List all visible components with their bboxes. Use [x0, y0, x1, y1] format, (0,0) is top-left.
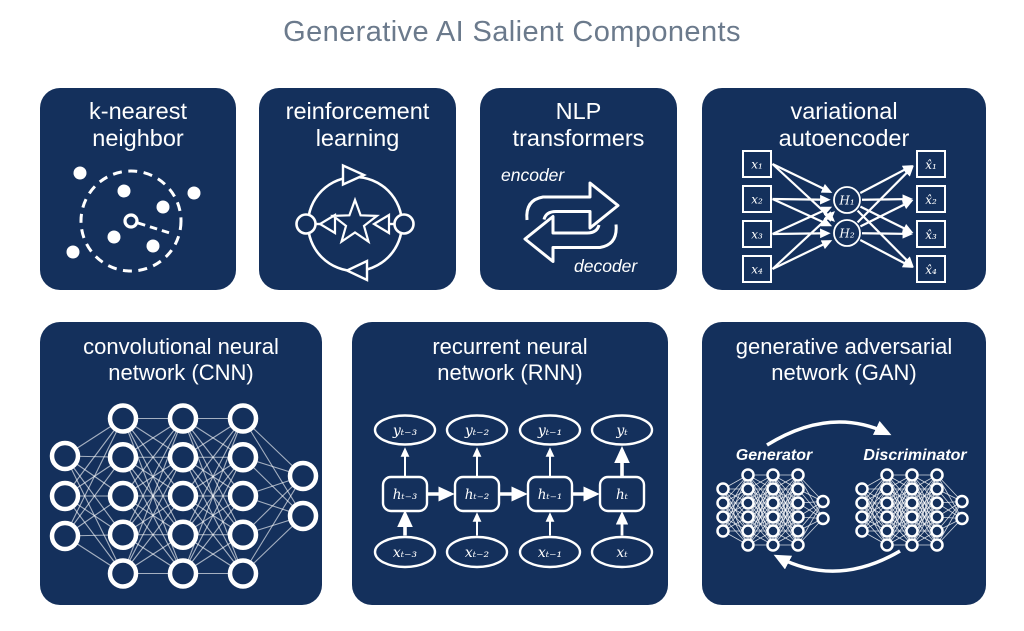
- vae-input-nodes: x₁ x₂ x₃ x₄: [742, 150, 772, 283]
- rnn-input-nodes: xₜ₋₃ xₜ₋₂ xₜ₋₁ xₜ: [373, 535, 654, 569]
- vae-input-label: x₃: [751, 228, 763, 242]
- card-rl: reinforcement learning: [259, 88, 456, 290]
- vae-hidden-label: H₁: [838, 194, 854, 208]
- vae-input-label: x₄: [751, 263, 763, 277]
- knn-radius-circle: [79, 169, 183, 273]
- vae-input-label: x₂: [751, 193, 763, 207]
- vae-output-nodes: x̂₁ x̂₂ x̂₃ x̂₄: [916, 150, 946, 283]
- rnn-output-label: yₜ₋₂: [464, 423, 490, 439]
- rnn-input-label: xₜ: [616, 545, 628, 561]
- nlp-swap-arrows-icon: encoder decoder: [501, 165, 638, 276]
- card-cnn: convolutional neural network (CNN): [40, 322, 322, 605]
- encoder-arrow-icon: [525, 181, 620, 230]
- card-vae: variational autoencoder x₁ x₂ x₃ x₄: [702, 88, 986, 290]
- rnn-input-label: xₜ₋₁: [538, 545, 562, 561]
- vae-hidden-nodes: H₁ H₂: [833, 186, 861, 247]
- rnn-output-label: yₜ: [615, 423, 628, 439]
- rnn-sequence-diagram: yₜ₋₃ yₜ₋₂ yₜ₋₁ yₜ hₜ₋₃ hₜ₋₂ hₜ₋₁ hₜ: [373, 414, 654, 569]
- vae-arrows: [771, 163, 914, 270]
- encoder-label: encoder: [501, 165, 565, 185]
- card-nlp: NLP transformers encoder decoder: [480, 88, 677, 290]
- vae-output-label: x̂₃: [925, 228, 937, 242]
- knn-query-point: [123, 213, 139, 229]
- rl-top-arrowhead-icon: [341, 163, 367, 187]
- gan-diagram: Generator Discriminator: [716, 420, 969, 573]
- rl-right-node: [393, 213, 415, 235]
- vae-title: variational autoencoder: [778, 98, 910, 152]
- rl-right-arrow-icon: [371, 213, 391, 235]
- rnn-hidden-label: hₜ₋₁: [538, 487, 563, 503]
- vae-output-label: x̂₂: [925, 193, 937, 207]
- knn-distance-line: [137, 221, 174, 236]
- nlp-title: NLP transformers: [512, 98, 645, 152]
- card-rnn: recurrent neural network (RNN): [352, 322, 668, 605]
- rnn-output-label: yₜ₋₁: [537, 423, 562, 439]
- rnn-input-label: xₜ₋₃: [393, 545, 418, 561]
- vae-network-diagram: x₁ x₂ x₃ x₄ H₁ H₂ x̂₁ x̂₂ x̂₃ x̂₄: [742, 150, 946, 283]
- decoder-arrow-icon: [523, 215, 618, 263]
- rl-bottom-arrowhead-icon: [344, 259, 369, 282]
- gan-generator-network: [716, 468, 830, 552]
- rnn-title: recurrent neural network (RNN): [432, 334, 588, 385]
- knn-data-points: [66, 166, 201, 259]
- rl-left-node: [295, 213, 317, 235]
- gan-title: generative adversarial network (GAN): [735, 334, 953, 385]
- rl-cycle-icon: [295, 163, 415, 282]
- knn-diagram-icon: [66, 166, 201, 273]
- discriminator-label: Discriminator: [863, 447, 967, 464]
- rnn-hidden-label: hₜ: [616, 487, 629, 503]
- discriminator-to-generator-arrow: [773, 549, 901, 573]
- cnn-network-diagram: [49, 403, 319, 589]
- gan-discriminator-network: [855, 468, 969, 552]
- decoder-label: decoder: [574, 256, 638, 276]
- vae-input-label: x₁: [751, 158, 763, 172]
- rnn-input-label: xₜ₋₂: [465, 545, 490, 561]
- knn-title: k-nearest neighbor: [89, 98, 187, 152]
- rnn-output-nodes: yₜ₋₃ yₜ₋₂ yₜ₋₁ yₜ: [373, 414, 654, 446]
- generator-to-discriminator-arrow: [766, 420, 892, 447]
- rnn-hidden-label: hₜ₋₂: [465, 487, 490, 503]
- card-knn: k-nearest neighbor: [40, 88, 236, 290]
- rl-title: reinforcement learning: [285, 98, 430, 152]
- rl-left-arrow-icon: [317, 213, 337, 235]
- rl-star-icon: [330, 196, 380, 245]
- rnn-hidden-nodes: hₜ₋₃ hₜ₋₂ hₜ₋₁ hₜ: [381, 475, 646, 513]
- cnn-network: [49, 403, 319, 589]
- rnn-arrows: [397, 445, 630, 536]
- vae-output-label: x̂₄: [925, 263, 937, 277]
- vae-hidden-label: H₂: [838, 227, 854, 241]
- rnn-output-label: yₜ₋₃: [392, 423, 418, 439]
- rnn-hidden-label: hₜ₋₃: [393, 487, 418, 503]
- cnn-title: convolutional neural network (CNN): [83, 334, 279, 385]
- page-title: Generative AI Salient Components: [283, 16, 741, 48]
- vae-output-label: x̂₁: [925, 158, 937, 172]
- generator-label: Generator: [736, 447, 813, 464]
- card-gan: generative adversarial network (GAN) Gen…: [702, 322, 986, 605]
